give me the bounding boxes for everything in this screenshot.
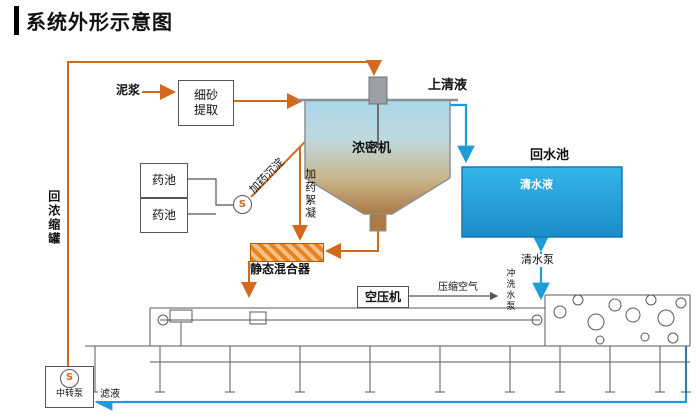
filtrate-label: 滤液 xyxy=(98,389,122,401)
fine-sand-extraction-label-line1: 细砂 xyxy=(193,88,218,102)
static-mixer-label: 静态混合器 xyxy=(250,262,311,276)
belt-filter-press-drawing xyxy=(85,294,691,393)
chemical-pool-1-label: 药池 xyxy=(151,173,176,187)
supernatant-label: 上清液 xyxy=(428,78,468,93)
return-pool-tank xyxy=(461,166,623,238)
return-pool-label: 回水池 xyxy=(530,148,570,163)
fine-sand-extraction-box: 细砂 提取 xyxy=(178,80,234,126)
thickener-tank xyxy=(297,76,458,232)
compressed-air-label: 压缩空气 xyxy=(438,282,478,293)
clear-water-pump-label: 清水泵 xyxy=(519,253,556,267)
return-concentrate-tank-label: 回浓缩罐 xyxy=(46,190,61,246)
dosing-pump-icon: S xyxy=(233,195,252,214)
transfer-pump-label: 中转泵 xyxy=(55,389,83,399)
dosing-flocculation-label: 加药絮凝 xyxy=(303,168,317,220)
air-compressor-label: 空压机 xyxy=(364,289,401,304)
connector-lines xyxy=(186,178,499,301)
transfer-pump-box: S 中转泵 xyxy=(45,366,94,408)
air-compressor-box: 空压机 xyxy=(357,286,409,308)
flush-water-pump-label: 冲洗水泵 xyxy=(504,268,515,312)
mud-label: 泥浆 xyxy=(116,83,141,97)
page-title: 系统外形示意图 xyxy=(14,6,173,35)
chemical-pool-2-label: 药池 xyxy=(151,208,176,222)
thickener-motor xyxy=(368,76,388,105)
chemical-pool-2-box: 药池 xyxy=(140,198,188,233)
chemical-pool-1-box: 药池 xyxy=(140,163,188,198)
static-mixer-shape xyxy=(250,243,324,262)
fine-sand-extraction-label-line2: 提取 xyxy=(193,103,218,117)
thickener-label: 浓密机 xyxy=(352,141,392,156)
clear-water-label: 清水液 xyxy=(520,178,553,191)
transfer-pump-icon: S xyxy=(60,369,79,388)
